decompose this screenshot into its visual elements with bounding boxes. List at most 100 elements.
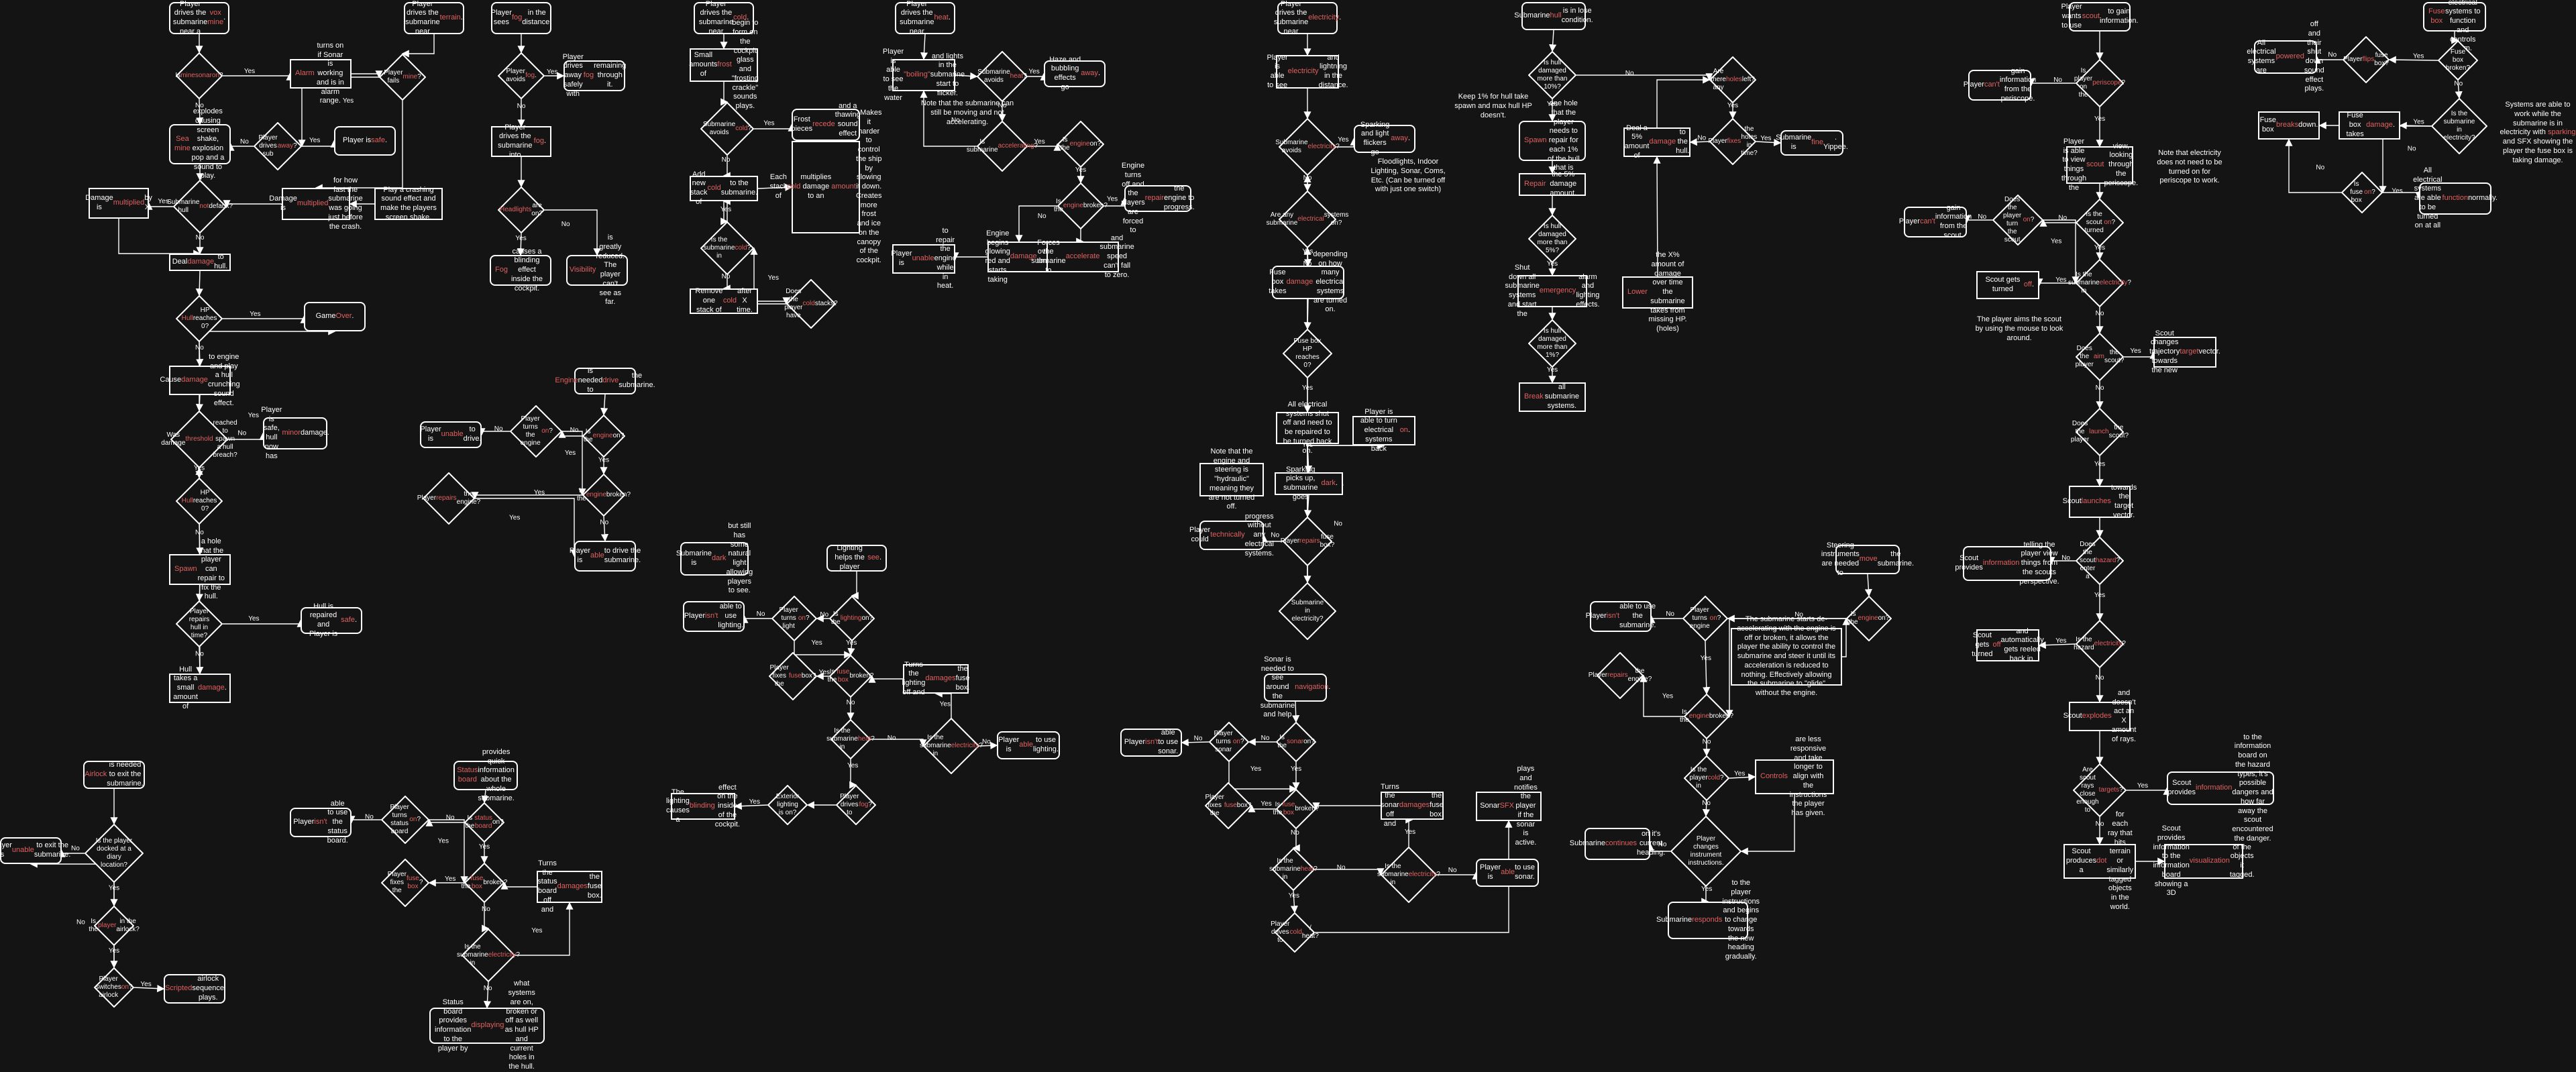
connector-m7-m6 (500, 881, 537, 890)
note-text-h5: Note that electricity does not need to b… (2157, 149, 2222, 185)
decision-node-m8: Is the submarine in electricity? (457, 928, 520, 982)
decision-diamond-shape (2076, 59, 2124, 107)
connector-label: No (196, 234, 205, 242)
process-node-e12: Player is unable to repair the engine wh… (891, 226, 957, 290)
connector-j6-j7 (600, 516, 609, 542)
decision-node-m5: Player fixes the fuse box? (381, 859, 429, 907)
connector-e1-e2 (920, 34, 928, 60)
terminal-node-g1: Submarine hull is in lose condition. (1514, 2, 1593, 30)
decision-text: Player fails mine? (384, 68, 421, 85)
terminal-node-o2: Player isn't able to use the submarine. (1586, 601, 1656, 632)
connector-h7-h8 (1963, 215, 1992, 223)
process-node-n7: Turns the sonar off and damages the fuse… (1381, 782, 1444, 828)
decision-node-o4: Is the engine on? (1846, 596, 1892, 641)
process-node-d8: Remove one stack of cold after X time. (690, 287, 758, 314)
decision-node-a8: Submarine hull not default? (167, 180, 233, 233)
decision-text: Is the player in cold? (1689, 765, 1723, 790)
process-node-f12: Sparking picks up, submarine goes dark. (1275, 466, 1343, 501)
decision-diamond-shape (1684, 755, 1729, 801)
connector-label: No (1038, 213, 1046, 220)
connector-label: No (1271, 531, 1279, 539)
connector-label: No (195, 102, 204, 109)
decision-node-e8: Is the engine broken? (1054, 182, 1108, 229)
process-node-f2: Player is able to see electricity and li… (1267, 53, 1348, 89)
connector-n9-n12 (1290, 890, 1298, 914)
decision-node-e6: Is submarine accelerating? (967, 121, 1038, 172)
connector-label: No (2096, 820, 2104, 828)
terminal-node-o11: Submarine continues on it's current head… (1570, 828, 1665, 860)
decision-diamond-shape (1528, 51, 1576, 99)
connector-label: No (1337, 864, 1346, 871)
decision-text: Is the lighting on? (831, 610, 873, 626)
decision-diamond-shape (771, 596, 817, 641)
terminal-node-h1: Player wants to use scout to gain inform… (2061, 2, 2139, 32)
terminal-node-m2: Player isn't able to use the status boar… (290, 800, 352, 845)
connector-o8-o10 (1702, 800, 1711, 817)
connector-label: No (2096, 310, 2104, 317)
decision-text: Is the engine broken? (1679, 708, 1733, 724)
decision-text: Is the submarine in electricity? (1377, 862, 1440, 886)
connector-label: Yes (1547, 260, 1558, 268)
process-node-m7: Turns the status board off and damages t… (537, 859, 602, 914)
decision-diamond-shape (2076, 199, 2124, 247)
decision-diamond-shape (1684, 694, 1729, 739)
process-node-g9: Break all submarine systems. (1519, 382, 1586, 412)
connector-f13-f14 (1260, 534, 1283, 542)
decision-diamond-shape (1283, 329, 1332, 378)
decision-text: Is the submarine in electricity? (920, 733, 983, 757)
decision-diamond-shape (173, 180, 227, 233)
decision-text: Player fixes the fuse box? (769, 663, 816, 688)
connector-b1-a4 (401, 34, 435, 58)
decision-node-g10: Are there any holes left? (1709, 56, 1756, 103)
decision-diamond-shape (1279, 118, 1336, 176)
connector-label: No (2316, 164, 2324, 171)
connector-label: No (2096, 674, 2104, 682)
connector-label: Yes (2413, 119, 2424, 126)
decision-text: Player changes instrument instructions. (1688, 835, 1724, 867)
decision-node-c2: Player avoids fog. (498, 52, 545, 99)
connector-j5-j7 (475, 498, 578, 557)
decision-text: Is the engine broken? (576, 486, 631, 502)
process-node-k8: Turns the lighting off and damages the f… (902, 660, 970, 696)
decision-text: Is the submarine in electricity? (457, 943, 520, 967)
connector-label: Yes (1034, 138, 1044, 146)
decision-diamond-shape (829, 655, 872, 698)
decision-text: Is submarine accelerating? (967, 138, 1038, 154)
decision-text: Player flips fuse box? (2343, 52, 2389, 67)
connector-label: No (2053, 76, 2062, 84)
decision-node-f3: Submarine avoids electricity? (1275, 118, 1340, 176)
decision-diamond-shape (2076, 408, 2124, 456)
terminal-node-a16: Player is safe, hull now has minor damag… (261, 405, 329, 460)
terminal-node-e1: Player drives the submarine near heat. (895, 0, 955, 36)
connector-label: No (494, 425, 503, 433)
decision-text: Fuse box HP reaches 0? (1293, 337, 1322, 369)
connector-label: Yes (1250, 765, 1261, 773)
decision-diamond-shape (379, 54, 426, 101)
connector-label: Yes (343, 97, 354, 105)
connector-h16-h17 (2047, 557, 2076, 565)
decision-text: Does the player launch the scout? (2070, 419, 2129, 443)
decision-node-a4: Player fails mine? (379, 54, 426, 101)
process-node-g11: Deal a 5% amount of damage to the hull. (1623, 123, 1690, 160)
connector-k10-k8 (934, 690, 952, 718)
connector-label: No (998, 102, 1007, 109)
decision-node-h6: Is the scout turned on? (2076, 199, 2124, 247)
connector-label: No (2408, 146, 2416, 153)
decision-text: Does the scout enter a hazard? (2079, 540, 2120, 580)
decision-text: Is mine sonar on? (175, 71, 223, 79)
decision-text: Player turns engine on? (1689, 606, 1721, 630)
process-node-h13: Scout changes trajectory towards the new… (2149, 329, 2220, 374)
decision-node-k14: Player drives to fog? (836, 785, 876, 825)
decision-node-j5: Player repairs the engine? (417, 472, 480, 525)
decision-diamond-shape (977, 121, 1028, 172)
decision-node-k6: Player fixes the fuse box? (769, 652, 817, 700)
decision-node-a15: Was damage threshold reached to spawn a … (161, 411, 237, 468)
connector-k10-k11 (979, 741, 998, 749)
process-node-g14: Lower the X% amount of damage over time … (1622, 251, 1693, 333)
connector-label: No (1625, 70, 1634, 77)
connector-label: No (446, 814, 455, 821)
decision-diamond-shape (1272, 848, 1315, 891)
decision-text: Is the status board on? (465, 814, 503, 830)
decision-text: Does the player have cold stacks? (784, 287, 838, 319)
decision-node-l2: Is the player docked at a diary location… (85, 824, 144, 883)
